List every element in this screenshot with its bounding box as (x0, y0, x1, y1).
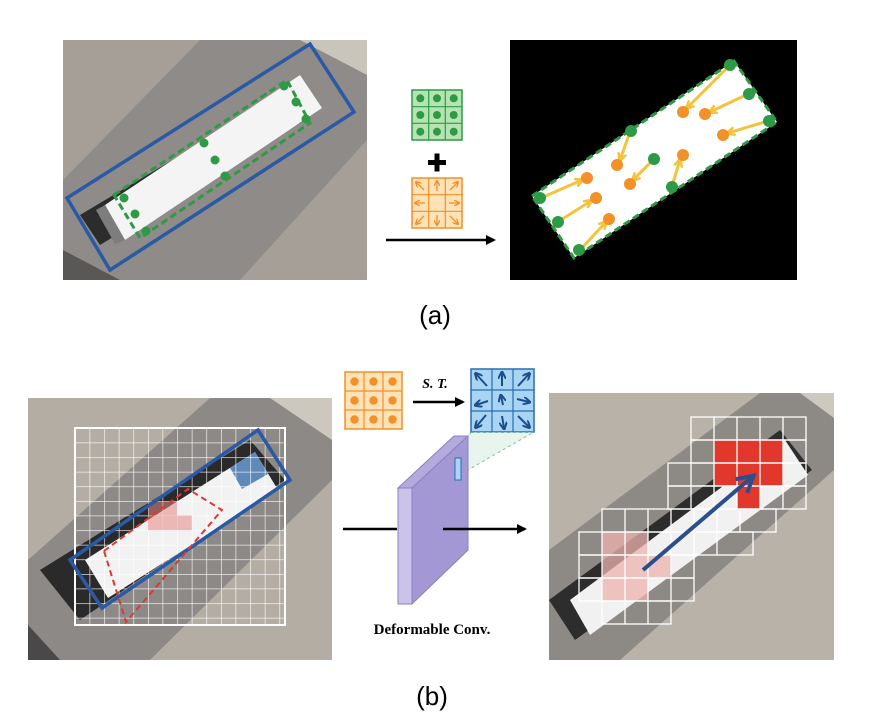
oriented-bbox-b (67, 427, 293, 611)
green-points-a (534, 59, 775, 256)
direction-arrow-b (641, 477, 752, 572)
green-point-kernel (411, 89, 463, 141)
orange-point-kernel-b (344, 371, 403, 430)
plus-icon (428, 153, 446, 172)
red-dashed-box (102, 487, 224, 625)
caption-a: (a) (419, 300, 451, 330)
kernel-projection (454, 431, 536, 475)
caption-b: (b) (416, 681, 448, 711)
st-label: S. T. (422, 377, 448, 392)
oriented-bbox (64, 41, 357, 273)
orange-offset-kernel (411, 177, 463, 229)
offset-arrows-a (540, 65, 769, 252)
orange-points-a (581, 106, 729, 225)
conv-label: Deformable Conv. (374, 622, 491, 638)
refined-dashed-box (111, 77, 312, 241)
blue-offset-kernel (470, 368, 535, 433)
deformable-conv-layer (396, 434, 470, 606)
sample-points-a (119, 81, 311, 236)
